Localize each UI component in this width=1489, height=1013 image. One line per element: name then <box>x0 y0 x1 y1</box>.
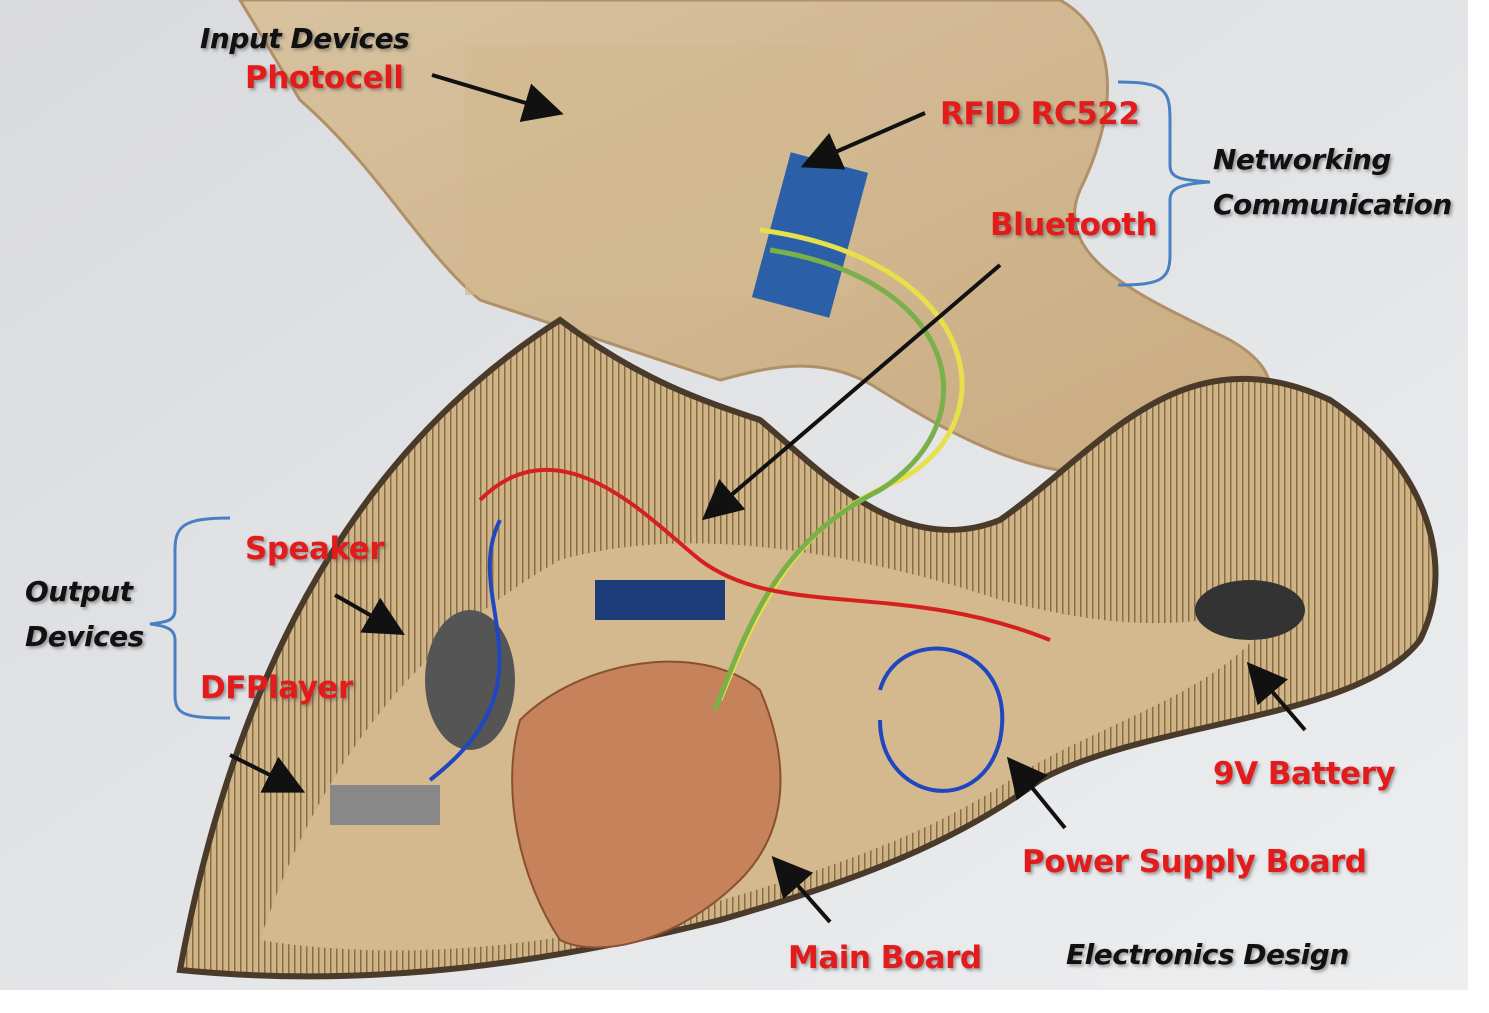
bluetooth-arrow <box>701 263 1002 521</box>
bluetooth-module <box>595 580 725 620</box>
input-devices-label: Input Devices <box>200 22 410 55</box>
battery-arrow <box>1246 661 1307 732</box>
speaker <box>425 610 515 750</box>
main-board-label: Main Board <box>788 940 982 976</box>
battery-label: 9V Battery <box>1213 756 1396 792</box>
speaker-arrow <box>334 593 405 635</box>
devices-label: Devices <box>25 620 144 653</box>
dfplayer-label: DFPlayer <box>200 670 353 706</box>
networking-label: Networking <box>1213 143 1391 176</box>
rfid-arrow <box>800 111 926 170</box>
dfplayer-arrow <box>229 753 306 793</box>
main-board <box>511 660 782 949</box>
main-board-arrow <box>771 856 832 924</box>
communication-label: Communication <box>1213 188 1452 221</box>
wire <box>478 467 1051 642</box>
output-label: Output <box>25 575 133 608</box>
power-supply-label: Power Supply Board <box>1022 844 1367 880</box>
rfid-label: RFID RC522 <box>940 96 1140 132</box>
bluetooth-label: Bluetooth <box>990 207 1158 243</box>
wire <box>712 247 947 711</box>
wire <box>428 519 502 782</box>
power-supply-arrow <box>1006 756 1067 830</box>
electronics-enclosure-photo <box>0 0 1468 990</box>
rfid-module <box>751 152 869 318</box>
photocell-arrow <box>431 73 564 123</box>
photocell-label: Photocell <box>245 60 404 96</box>
dfplayer-module <box>330 785 440 825</box>
electronics-design-title: Electronics Design <box>1066 938 1349 971</box>
wire <box>878 646 1005 793</box>
battery <box>1195 580 1305 640</box>
output-brace <box>149 516 231 720</box>
speaker-label: Speaker <box>245 531 385 567</box>
networking-brace <box>1117 80 1211 287</box>
